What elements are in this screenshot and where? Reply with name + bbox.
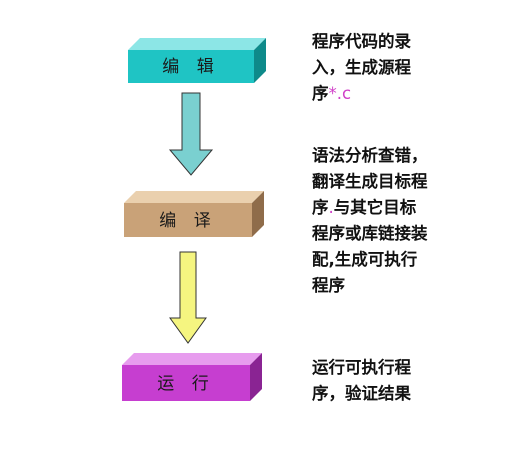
arrow-compile-to-run [169,251,207,344]
note-edit: 程序代码的录 入，生成源程 序*.c [312,29,411,107]
note-compile-highlight: . [328,198,334,217]
step-compile-box: 编 译 [124,191,264,237]
step-run-front [122,365,250,401]
step-run-top [122,353,262,365]
note-compile: 语法分析查错， 翻译生成目标程 序.与其它目标 程序或库链接装 配,生成可执行 … [312,143,428,299]
step-compile-label: 编 译 [159,211,216,231]
step-edit-front [128,50,254,83]
note-run: 运行可执行程 序，验证结果 [312,355,411,407]
step-run-box: 运 行 [122,353,262,401]
arrow-edit-to-compile [168,92,214,176]
step-run-label: 运 行 [157,374,214,394]
step-edit-label: 编 辑 [162,57,219,77]
note-run-text: 运行可执行程 序，验证结果 [312,358,411,403]
step-run-side [250,353,262,401]
note-edit-text: 程序代码的录 入，生成源程 序 [312,32,411,103]
note-edit-highlight: *.c [328,84,352,103]
step-compile-side [252,191,264,237]
step-edit-side [254,38,266,83]
step-compile-top [124,191,264,203]
note-compile-text-cont: 与其它目标 程序或库链接装 配,生成可执行 程序 [312,198,428,295]
note-compile-text: 语法分析查错， 翻译生成目标程 序 [312,146,428,217]
step-compile-front [124,203,252,237]
step-edit-top [128,38,266,50]
step-edit-box: 编 辑 [128,38,266,83]
